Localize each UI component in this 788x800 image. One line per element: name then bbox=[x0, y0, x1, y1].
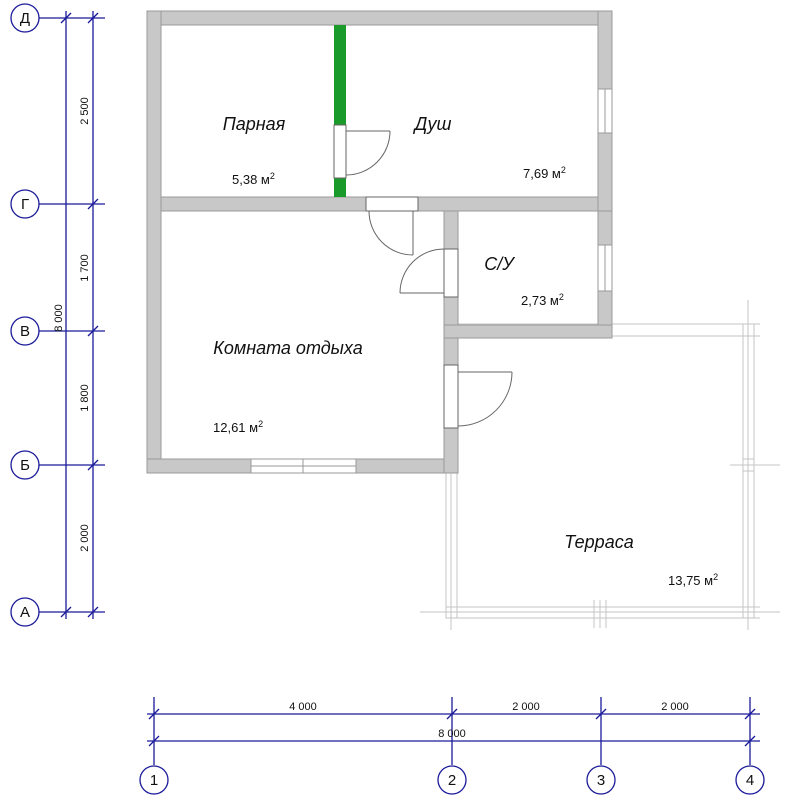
axis-col-4: 4 bbox=[746, 772, 754, 789]
terrace-outline bbox=[420, 300, 780, 630]
dim-h-3: 2 000 bbox=[661, 701, 689, 713]
axis-row-v: В bbox=[20, 323, 30, 340]
dim-v-2: 1 700 bbox=[79, 254, 91, 282]
dim-v-3: 1 800 bbox=[79, 384, 91, 412]
room-name-parnaya: Парная bbox=[223, 114, 286, 134]
room-area-komnata: 12,61 м2 bbox=[213, 419, 263, 435]
room-area-parnaya: 5,38 м2 bbox=[232, 171, 275, 187]
horizontal-dimension-labels: 4 000 2 000 2 000 8 000 bbox=[289, 701, 689, 740]
axis-row-a: А bbox=[20, 604, 30, 621]
room-area-terrasa: 13,75 м2 bbox=[668, 572, 718, 588]
vertical-dimension-labels: 2 500 1 700 1 800 2 000 8 000 bbox=[53, 97, 91, 552]
column-axis-markers: 1 2 3 4 bbox=[139, 765, 765, 795]
dim-h-1: 4 000 bbox=[289, 701, 317, 713]
room-name-komnata: Комната отдыха bbox=[213, 338, 362, 358]
dim-v-4: 2 000 bbox=[79, 524, 91, 552]
windows bbox=[250, 88, 613, 474]
partition-wall bbox=[334, 25, 346, 197]
room-area-su: 2,73 м2 bbox=[521, 292, 564, 308]
dim-v-total: 8 000 bbox=[53, 304, 65, 332]
room-name-su: С/У bbox=[484, 254, 515, 274]
axis-row-b: Б bbox=[20, 457, 30, 474]
horizontal-dimensions bbox=[147, 697, 760, 765]
axis-col-1: 1 bbox=[150, 772, 158, 789]
dim-h-2: 2 000 bbox=[512, 701, 540, 713]
axis-row-d: Д bbox=[20, 10, 30, 27]
row-axis-markers: Д Г В Б А bbox=[10, 3, 40, 627]
axis-col-2: 2 bbox=[448, 772, 456, 789]
room-name-terrasa: Терраса bbox=[564, 532, 633, 552]
dim-h-total: 8 000 bbox=[438, 728, 466, 740]
room-labels: Парная 5,38 м2 Душ 7,69 м2 С/У 2,73 м2 К… bbox=[213, 114, 718, 588]
axis-row-g: Г bbox=[21, 196, 29, 213]
room-name-dush: Душ bbox=[413, 114, 452, 134]
axis-col-3: 3 bbox=[597, 772, 605, 789]
room-area-dush: 7,69 м2 bbox=[523, 165, 566, 181]
vertical-dimensions bbox=[38, 11, 105, 619]
dim-v-1: 2 500 bbox=[79, 97, 91, 125]
doors bbox=[333, 124, 513, 429]
walls bbox=[146, 10, 613, 474]
